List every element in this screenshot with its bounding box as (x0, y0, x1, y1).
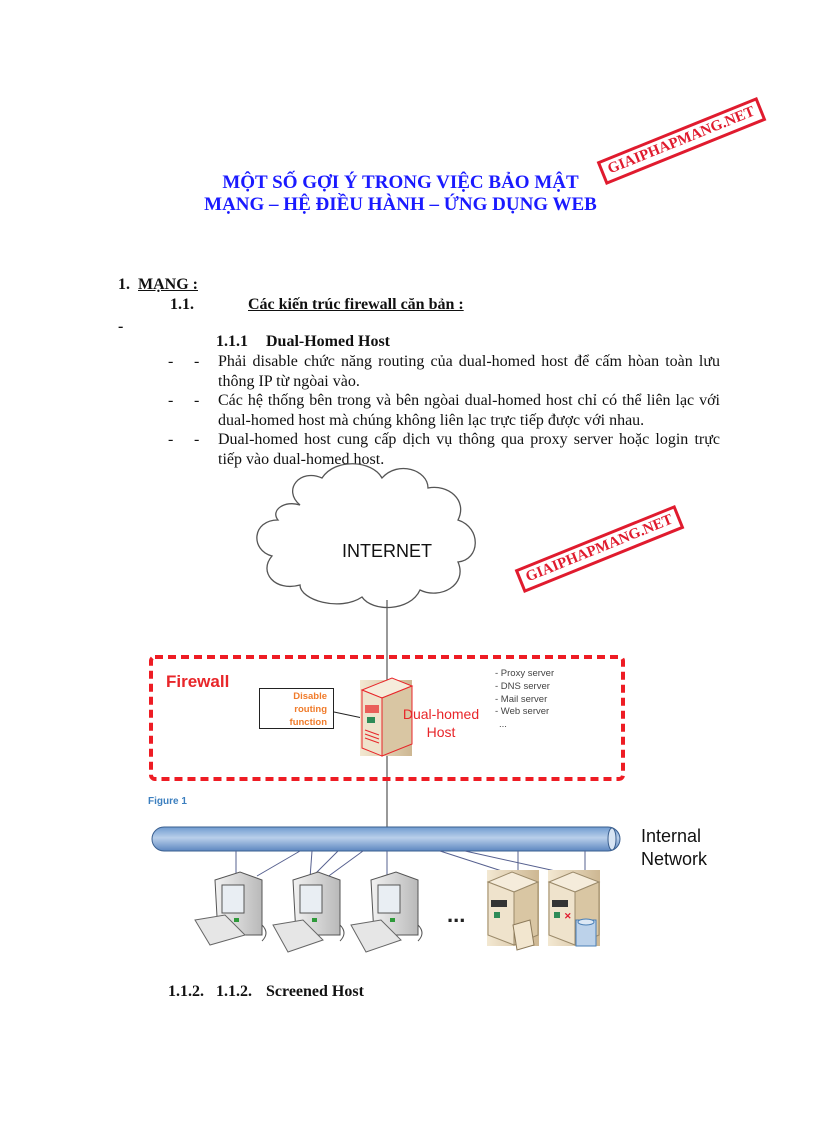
internal-label-line: Internal (641, 826, 702, 846)
section-1-1-heading: 1.1. Các kiến trúc firewall căn bản : (170, 296, 464, 314)
more-devices-ellipsis: ... (447, 902, 466, 927)
bullet-dash: - (194, 431, 200, 448)
bullet-dash: - (168, 392, 174, 409)
service-item: ... (499, 719, 507, 731)
service-item: - Web server (495, 706, 550, 718)
service-item: - Proxy server (495, 668, 555, 679)
section-1-number: 1. (118, 276, 130, 293)
bullet-dash: - (194, 392, 200, 409)
section-1-1-1-heading: 1.1.1 Dual-Homed Host (216, 333, 390, 351)
bullet-dash: - (194, 353, 200, 370)
section-1-label: MẠNG : (138, 276, 198, 293)
section-1-1-number: 1.1. (170, 296, 194, 313)
section-1-1-2-number-dup: 1.1.2. (216, 983, 252, 1000)
title-line-2: MẠNG – HỆ ĐIỀU HÀNH – ỨNG DỤNG WEB (204, 194, 597, 215)
internet-label: INTERNET (342, 541, 432, 561)
svg-text:✕: ✕ (564, 911, 572, 921)
database-server-icon: ✕ (547, 870, 601, 947)
section-1-heading: 1. MẠNG : (118, 276, 198, 294)
dual-homed-label-line: Host (426, 724, 456, 740)
internet-cloud-icon (256, 463, 476, 609)
network-drop-lines (235, 850, 586, 879)
section-1-1-label: Các kiến trúc firewall căn bản : (248, 296, 464, 313)
bullet-text: Các hệ thống bên trong và bên ngòai dual… (218, 392, 720, 429)
internal-network-bus-icon (151, 826, 621, 852)
disable-routing-callout: Disable routing function (259, 688, 334, 729)
bullet-item: - - Các hệ thống bên trong và bên ngòai … (168, 391, 720, 430)
bullet-list: - - Phải disable chức năng routing của d… (168, 352, 720, 469)
bullet-dash: - (168, 353, 174, 370)
workstation-icon-1 (194, 871, 267, 946)
watermark-stamp-diagram: GIAIPHAPMANG.NET (514, 504, 685, 593)
figure-caption: Figure 1 (148, 796, 187, 807)
dual-homed-label-line: Dual-homed (402, 706, 480, 722)
workstation-icon-2 (272, 871, 345, 953)
services-list: - Proxy server - DNS server - Mail serve… (495, 668, 554, 732)
internal-network-label: Internal Network (641, 825, 707, 871)
dual-homed-host-label: Dual-homed Host (385, 705, 497, 741)
file-server-icon (486, 870, 540, 951)
bullet-text: Dual-homed host cung cấp dịch vụ thông q… (218, 431, 720, 468)
internal-label-line: Network (641, 849, 708, 869)
bullet-item: - - Dual-homed host cung cấp dịch vụ thô… (168, 430, 720, 469)
section-1-1-1-number: 1.1.1 (216, 333, 248, 350)
workstation-icon-3 (350, 871, 423, 953)
firewall-label: Firewall (166, 672, 230, 691)
stray-dash: - (118, 318, 124, 335)
document-title: MỘT SỐ GỢI Ý TRONG VIỆC BẢO MẬT MẠNG – H… (0, 172, 816, 216)
section-1-1-1-label: Dual-Homed Host (266, 333, 390, 350)
service-item: - Mail server (495, 693, 548, 705)
bullet-item: - - Phải disable chức năng routing của d… (168, 352, 720, 391)
callout-line: function (289, 717, 327, 728)
section-1-1-2-heading: 1.1.2. 1.1.2. Screened Host (168, 983, 364, 1001)
bullet-text: Phải disable chức năng routing của dual-… (218, 353, 720, 390)
callout-line: routing (294, 704, 327, 715)
title-line-1: MỘT SỐ GỢI Ý TRONG VIỆC BẢO MẬT (222, 172, 579, 193)
service-item: - DNS server (495, 680, 550, 692)
bullet-dash: - (168, 431, 174, 448)
callout-line: Disable (293, 691, 327, 702)
section-1-1-2-number: 1.1.2. (168, 983, 204, 1000)
section-1-1-2-label: Screened Host (266, 983, 364, 1000)
